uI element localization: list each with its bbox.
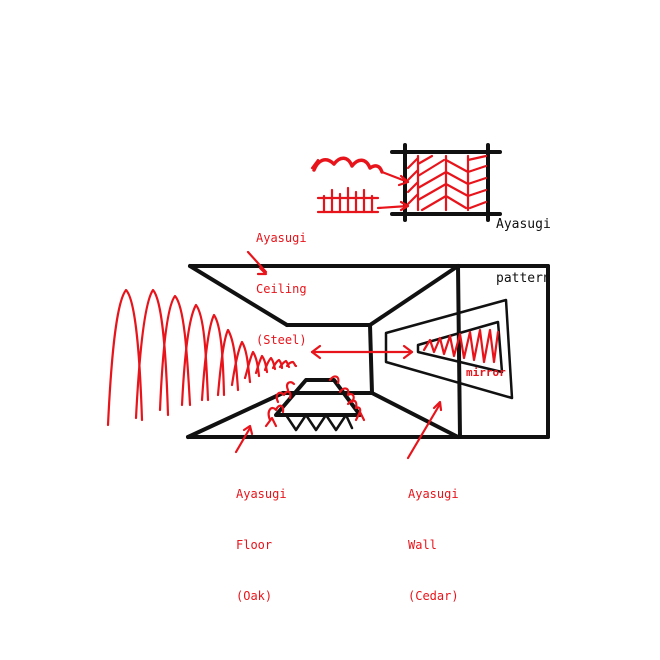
ceiling-leader-arrowhead	[256, 266, 268, 276]
mirror-reflection-arrow	[310, 344, 414, 360]
floor-label-line2: Floor	[236, 538, 273, 552]
wall-leader	[406, 402, 442, 460]
floor-flame-pattern	[264, 375, 366, 428]
ceiling-left-diagonal	[188, 264, 289, 327]
ceiling-label-line2: Ceiling	[256, 282, 307, 296]
floor-label: Ayasugi Floor (Oak)	[236, 452, 287, 622]
wall-label: Ayasugi Wall (Cedar)	[408, 452, 459, 622]
wall-label-line3: (Cedar)	[408, 589, 459, 603]
mirror-label: mirror	[466, 366, 506, 379]
table-zigzag	[284, 413, 354, 432]
ceiling-right-diagonal	[368, 264, 460, 327]
right-wall-inner-edge	[456, 264, 462, 439]
floor-left-diagonal	[186, 391, 285, 439]
floor-right-diagonal	[370, 391, 460, 439]
wall-label-line2: Wall	[408, 538, 437, 552]
floor-leader	[234, 426, 252, 454]
leader-lines	[234, 250, 443, 460]
mirror-reflection-pattern	[422, 328, 500, 364]
ceiling-leader	[246, 250, 268, 274]
table-top	[274, 378, 362, 417]
ceiling-label-line3: (Steel)	[256, 333, 307, 347]
back-wall-left-edge	[368, 323, 374, 395]
floor-label-line3: (Oak)	[236, 589, 273, 603]
pattern-label-line2: pattern	[496, 271, 551, 286]
pattern-label-line1: Ayasugi	[496, 217, 551, 232]
ayasugi-pattern-inset	[310, 143, 502, 222]
mirror-frame-inner	[416, 320, 504, 374]
floor-leader-arrowhead	[242, 424, 254, 436]
ceiling-arch-pattern	[106, 288, 298, 427]
room-outline	[186, 264, 550, 439]
floor-label-line1: Ayasugi	[236, 487, 287, 501]
ceiling-label-line1: Ayasugi	[256, 231, 307, 245]
wall-label-line1: Ayasugi	[408, 487, 459, 501]
ceiling-label: Ayasugi Ceiling (Steel)	[256, 196, 307, 366]
pattern-label: Ayasugi pattern	[496, 180, 551, 306]
wall-leader-arrowhead	[432, 400, 443, 412]
